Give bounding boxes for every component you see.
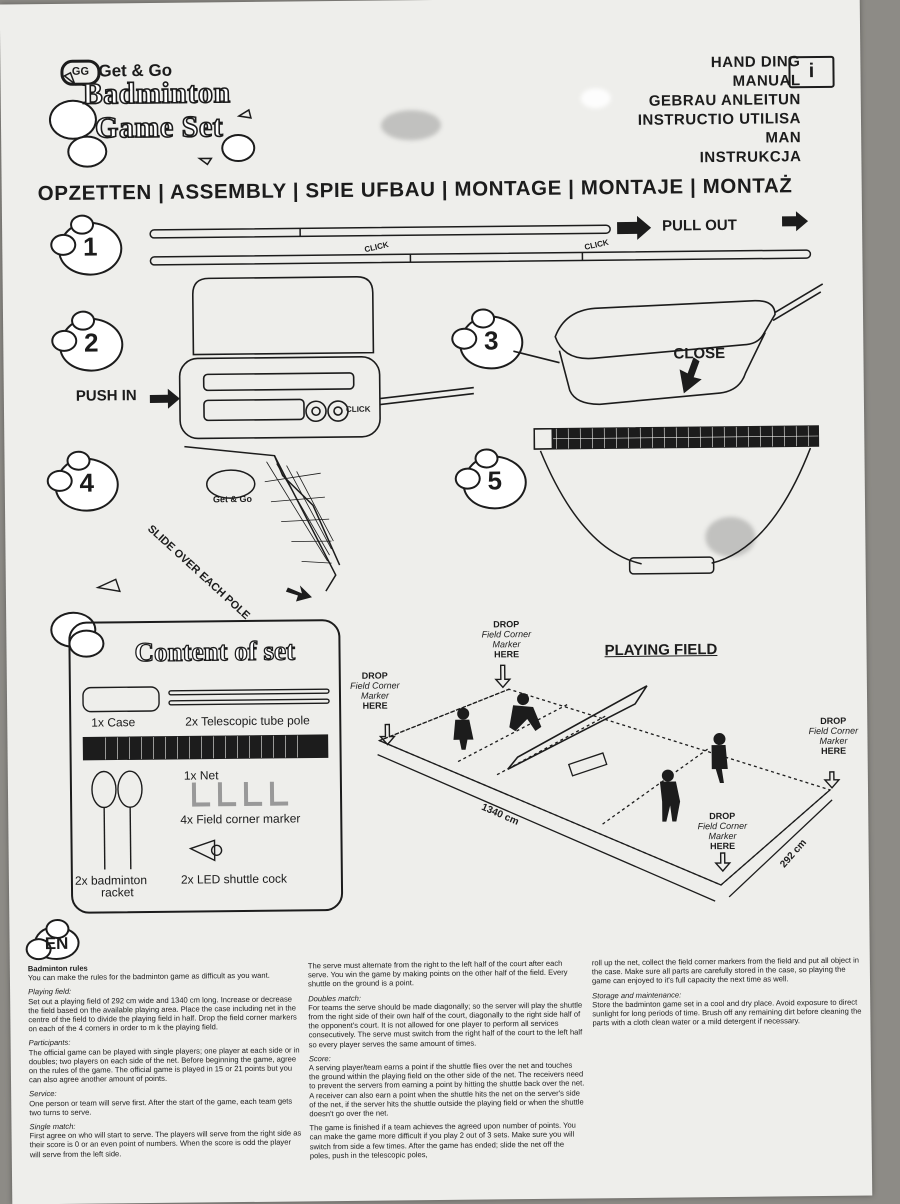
drop-label: DROP [362,671,388,681]
here-label: HERE [494,649,519,659]
marker-label: Field Corner [476,629,536,640]
rules-paragraph: A serving player/team earns a point if t… [309,1060,586,1118]
here-label: HERE [363,701,388,711]
marker-label: Marker [692,831,752,842]
drop-label: DROP [820,716,846,726]
rules-paragraph: First agree on who will start to serve. … [30,1129,302,1159]
rules-paragraph: The official game can be played with sin… [29,1045,301,1085]
marker-label: Marker [803,736,863,747]
rules-paragraph: You can make the rules for the badminton… [28,971,300,983]
marker-label: Field Corner [692,821,752,832]
rules-paragraph: The game is finished if a team achieves … [309,1121,585,1161]
marker-label: Field Corner [803,726,863,737]
rules-paragraph: Set out a playing field of 292 cm wide a… [28,994,300,1034]
rules-paragraph: The serve must alternate from the right … [308,958,584,988]
marker-label: Marker [347,690,403,701]
drop-marker-bottom: DROP Field Corner Marker HERE [692,811,752,852]
rules-paragraph: One person or team will serve first. Aft… [29,1096,301,1117]
rules-paragraph: For teams the serve should be made diago… [308,1000,584,1049]
drop-label: DROP [493,619,519,629]
rules-paragraph: roll up the net, collect the field corne… [592,956,864,986]
rules-paragraph: Store the badminton game set in a cool a… [592,997,864,1027]
drop-marker-right: DROP Field Corner Marker HERE [803,716,863,757]
rules-column-2: The serve must alternate from the right … [308,958,586,1165]
language-code: EN [33,934,79,954]
drop-label: DROP [709,811,735,821]
here-label: HERE [710,841,735,851]
marker-label: Marker [476,639,536,650]
playing-field-diagram [0,0,869,924]
language-badge: EN [33,926,79,960]
marker-label: Field Corner [347,680,403,691]
here-label: HERE [821,746,846,756]
rules-column-3: roll up the net, collect the field corne… [592,956,865,1033]
instruction-sheet: GG Get & Go Badminton Game Set HAND DING… [0,0,872,1204]
drop-marker-top: DROP Field Corner Marker HERE [476,619,536,660]
drop-marker-left: DROP Field Corner Marker HERE [347,670,403,711]
